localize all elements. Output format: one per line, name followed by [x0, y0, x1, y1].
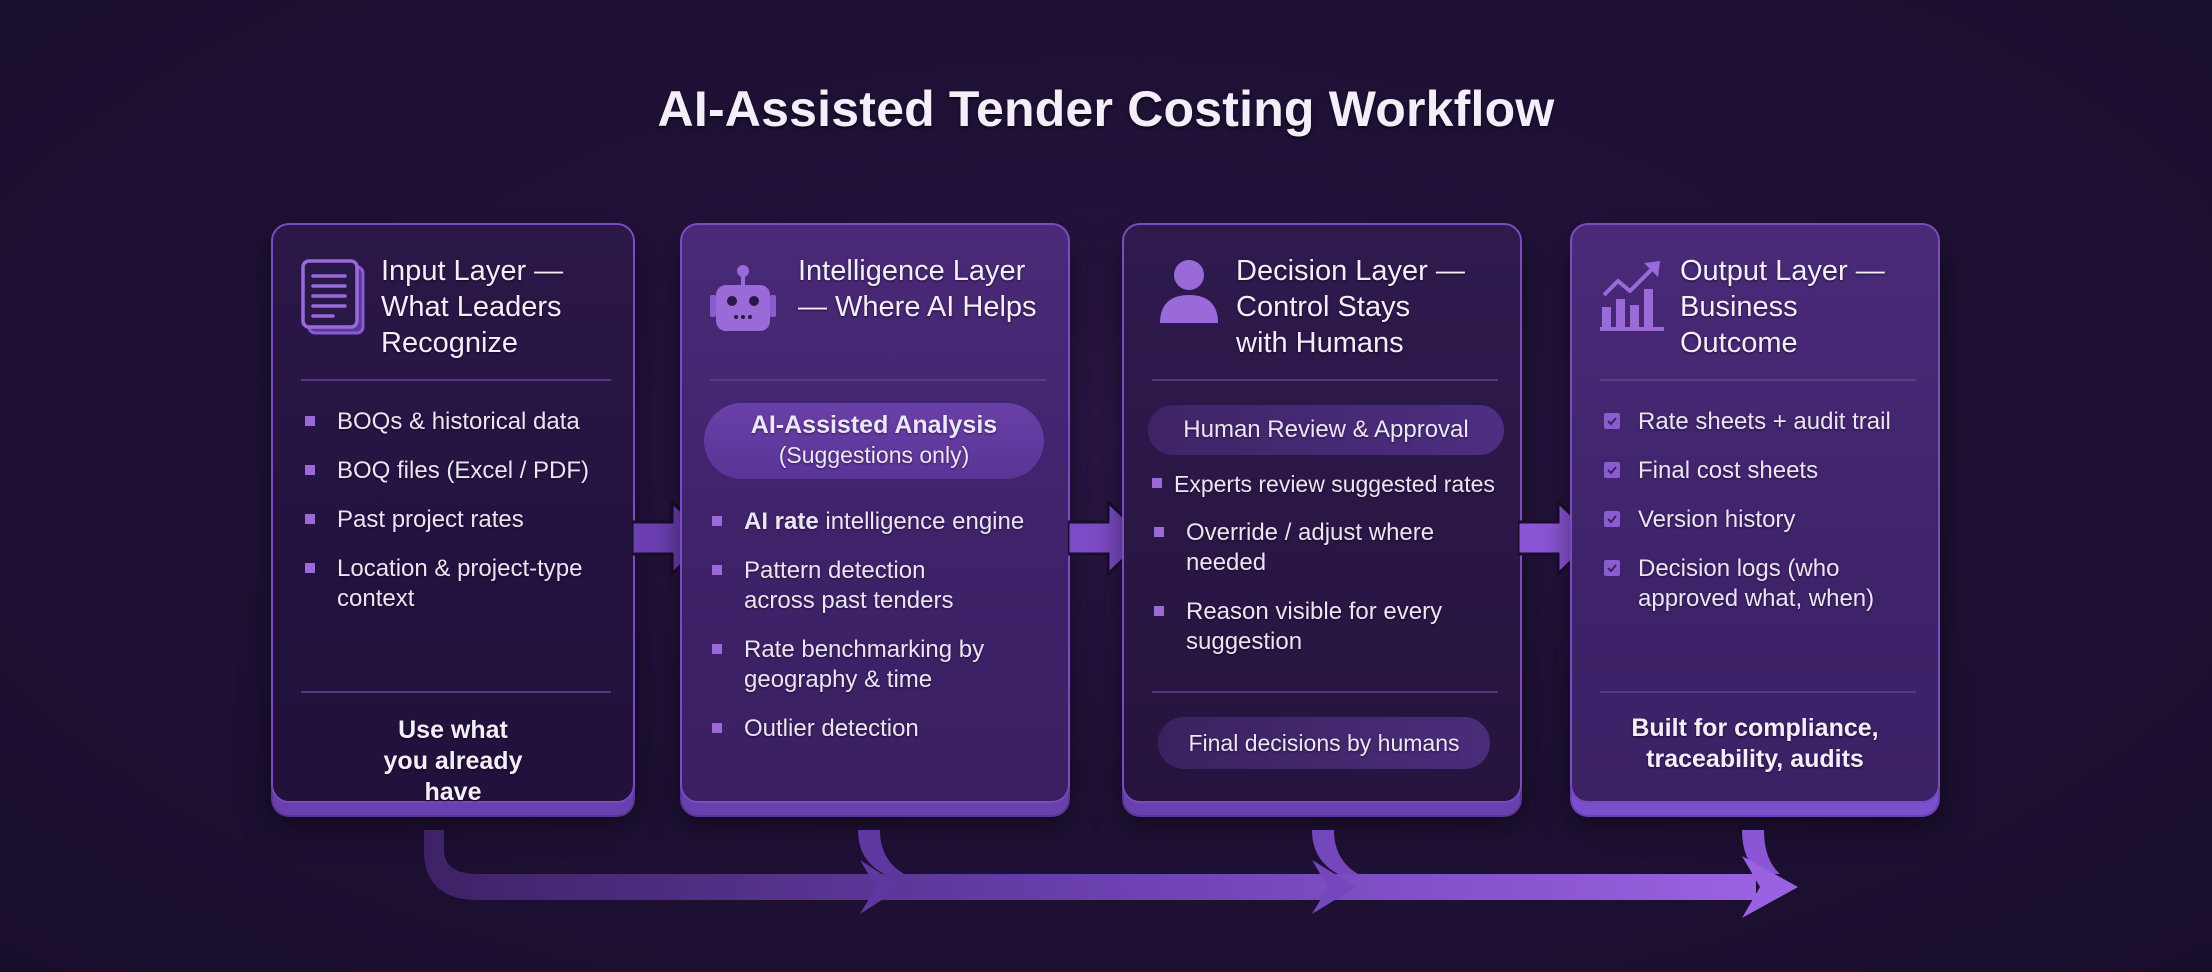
- divider: [301, 691, 611, 693]
- list-item: Location & project-type context: [303, 554, 607, 614]
- list-item: Experts review suggested rates: [1152, 469, 1510, 499]
- card-footer: Built for compliance, traceability, audi…: [1631, 714, 1879, 773]
- divider: [1600, 379, 1916, 381]
- final-decisions-badge: Final decisions by humans: [1158, 717, 1490, 769]
- bullet-icon: [712, 565, 722, 575]
- bullet-icon: [305, 514, 315, 524]
- list-item: BOQ files (Excel / PDF): [303, 456, 623, 486]
- bullet-icon: [305, 563, 315, 573]
- page-title: AI-Assisted Tender Costing Workflow: [657, 81, 1555, 137]
- bullet-icon: [712, 723, 722, 733]
- list-item: Final cost sheets: [1604, 456, 1928, 486]
- bullet-icon: [305, 416, 315, 426]
- divider: [1152, 691, 1498, 693]
- card-title: Decision Layer — Control Stays with Huma…: [1236, 255, 1465, 359]
- bullet-icon: [1154, 527, 1164, 537]
- flow-arrowhead: [860, 860, 902, 914]
- bullet-icon: [305, 465, 315, 475]
- card-footer: Use what you already have: [383, 716, 523, 806]
- card-title: Intelligence Layer — Where AI Helps: [798, 255, 1037, 323]
- document-icon: [301, 259, 365, 335]
- bullet-list: BOQs & historical data BOQ files (Excel …: [303, 407, 623, 633]
- bullet-list: Experts review suggested rates Override …: [1152, 469, 1510, 676]
- bullet-list: AI rate intelligence engine Pattern dete…: [710, 507, 1058, 763]
- bullet-icon: [1154, 606, 1164, 616]
- list-item: Rate sheets + audit trail: [1604, 407, 1928, 437]
- card-title: Input Layer — What Leaders Recognize: [381, 255, 564, 359]
- list-item: Past project rates: [303, 505, 623, 535]
- flow-arrowhead: [1312, 860, 1356, 914]
- list-item: AI rate intelligence engine: [710, 507, 1058, 537]
- list-item: BOQs & historical data: [303, 407, 623, 437]
- divider: [1152, 379, 1498, 381]
- flow-stem: [1312, 830, 1358, 874]
- divider: [1600, 691, 1916, 693]
- divider: [710, 379, 1046, 381]
- human-review-badge: Human Review & Approval: [1148, 405, 1504, 455]
- list-item: Override / adjust where needed: [1152, 518, 1436, 578]
- workflow-flow-arrow: [424, 830, 1798, 918]
- card-title: Output Layer — Business Outcome: [1680, 255, 1885, 359]
- card-intelligence-layer: Intelligence Layer — Where AI Helps AI-A…: [680, 223, 1070, 803]
- checkbox-checked-icon: [1604, 560, 1620, 576]
- list-item: Pattern detection across past tenders: [710, 556, 984, 616]
- list-item: Version history: [1604, 505, 1928, 535]
- list-item: Outlier detection: [710, 714, 1058, 744]
- list-item: Decision logs (who approved what, when): [1604, 554, 1908, 614]
- divider: [301, 379, 611, 381]
- robot-icon: [710, 265, 776, 331]
- bullet-icon: [1152, 478, 1162, 488]
- checkbox-checked-icon: [1604, 413, 1620, 429]
- flow-stem: [424, 830, 1756, 900]
- list-item: Rate benchmarking by geography & time: [710, 635, 1034, 695]
- list-item: Reason visible for every suggestion: [1152, 597, 1446, 657]
- person-icon: [1160, 260, 1218, 323]
- ai-analysis-badge: AI-Assisted Analysis (Suggestions only): [704, 403, 1044, 479]
- bullet-icon: [712, 516, 722, 526]
- bullet-icon: [712, 644, 722, 654]
- card-input-layer: Input Layer — What Leaders Recognize BOQ…: [271, 223, 635, 806]
- checkbox-checked-icon: [1604, 511, 1620, 527]
- card-decision-layer: Decision Layer — Control Stays with Huma…: [1122, 223, 1522, 803]
- growth-chart-icon: [1600, 261, 1664, 331]
- flow-arrowhead: [1742, 856, 1798, 918]
- card-output-layer: Output Layer — Business Outcome Rate she…: [1570, 223, 1940, 803]
- checkbox-checked-icon: [1604, 462, 1620, 478]
- checklist: Rate sheets + audit trail Final cost she…: [1604, 407, 1928, 633]
- flow-stem: [858, 830, 904, 874]
